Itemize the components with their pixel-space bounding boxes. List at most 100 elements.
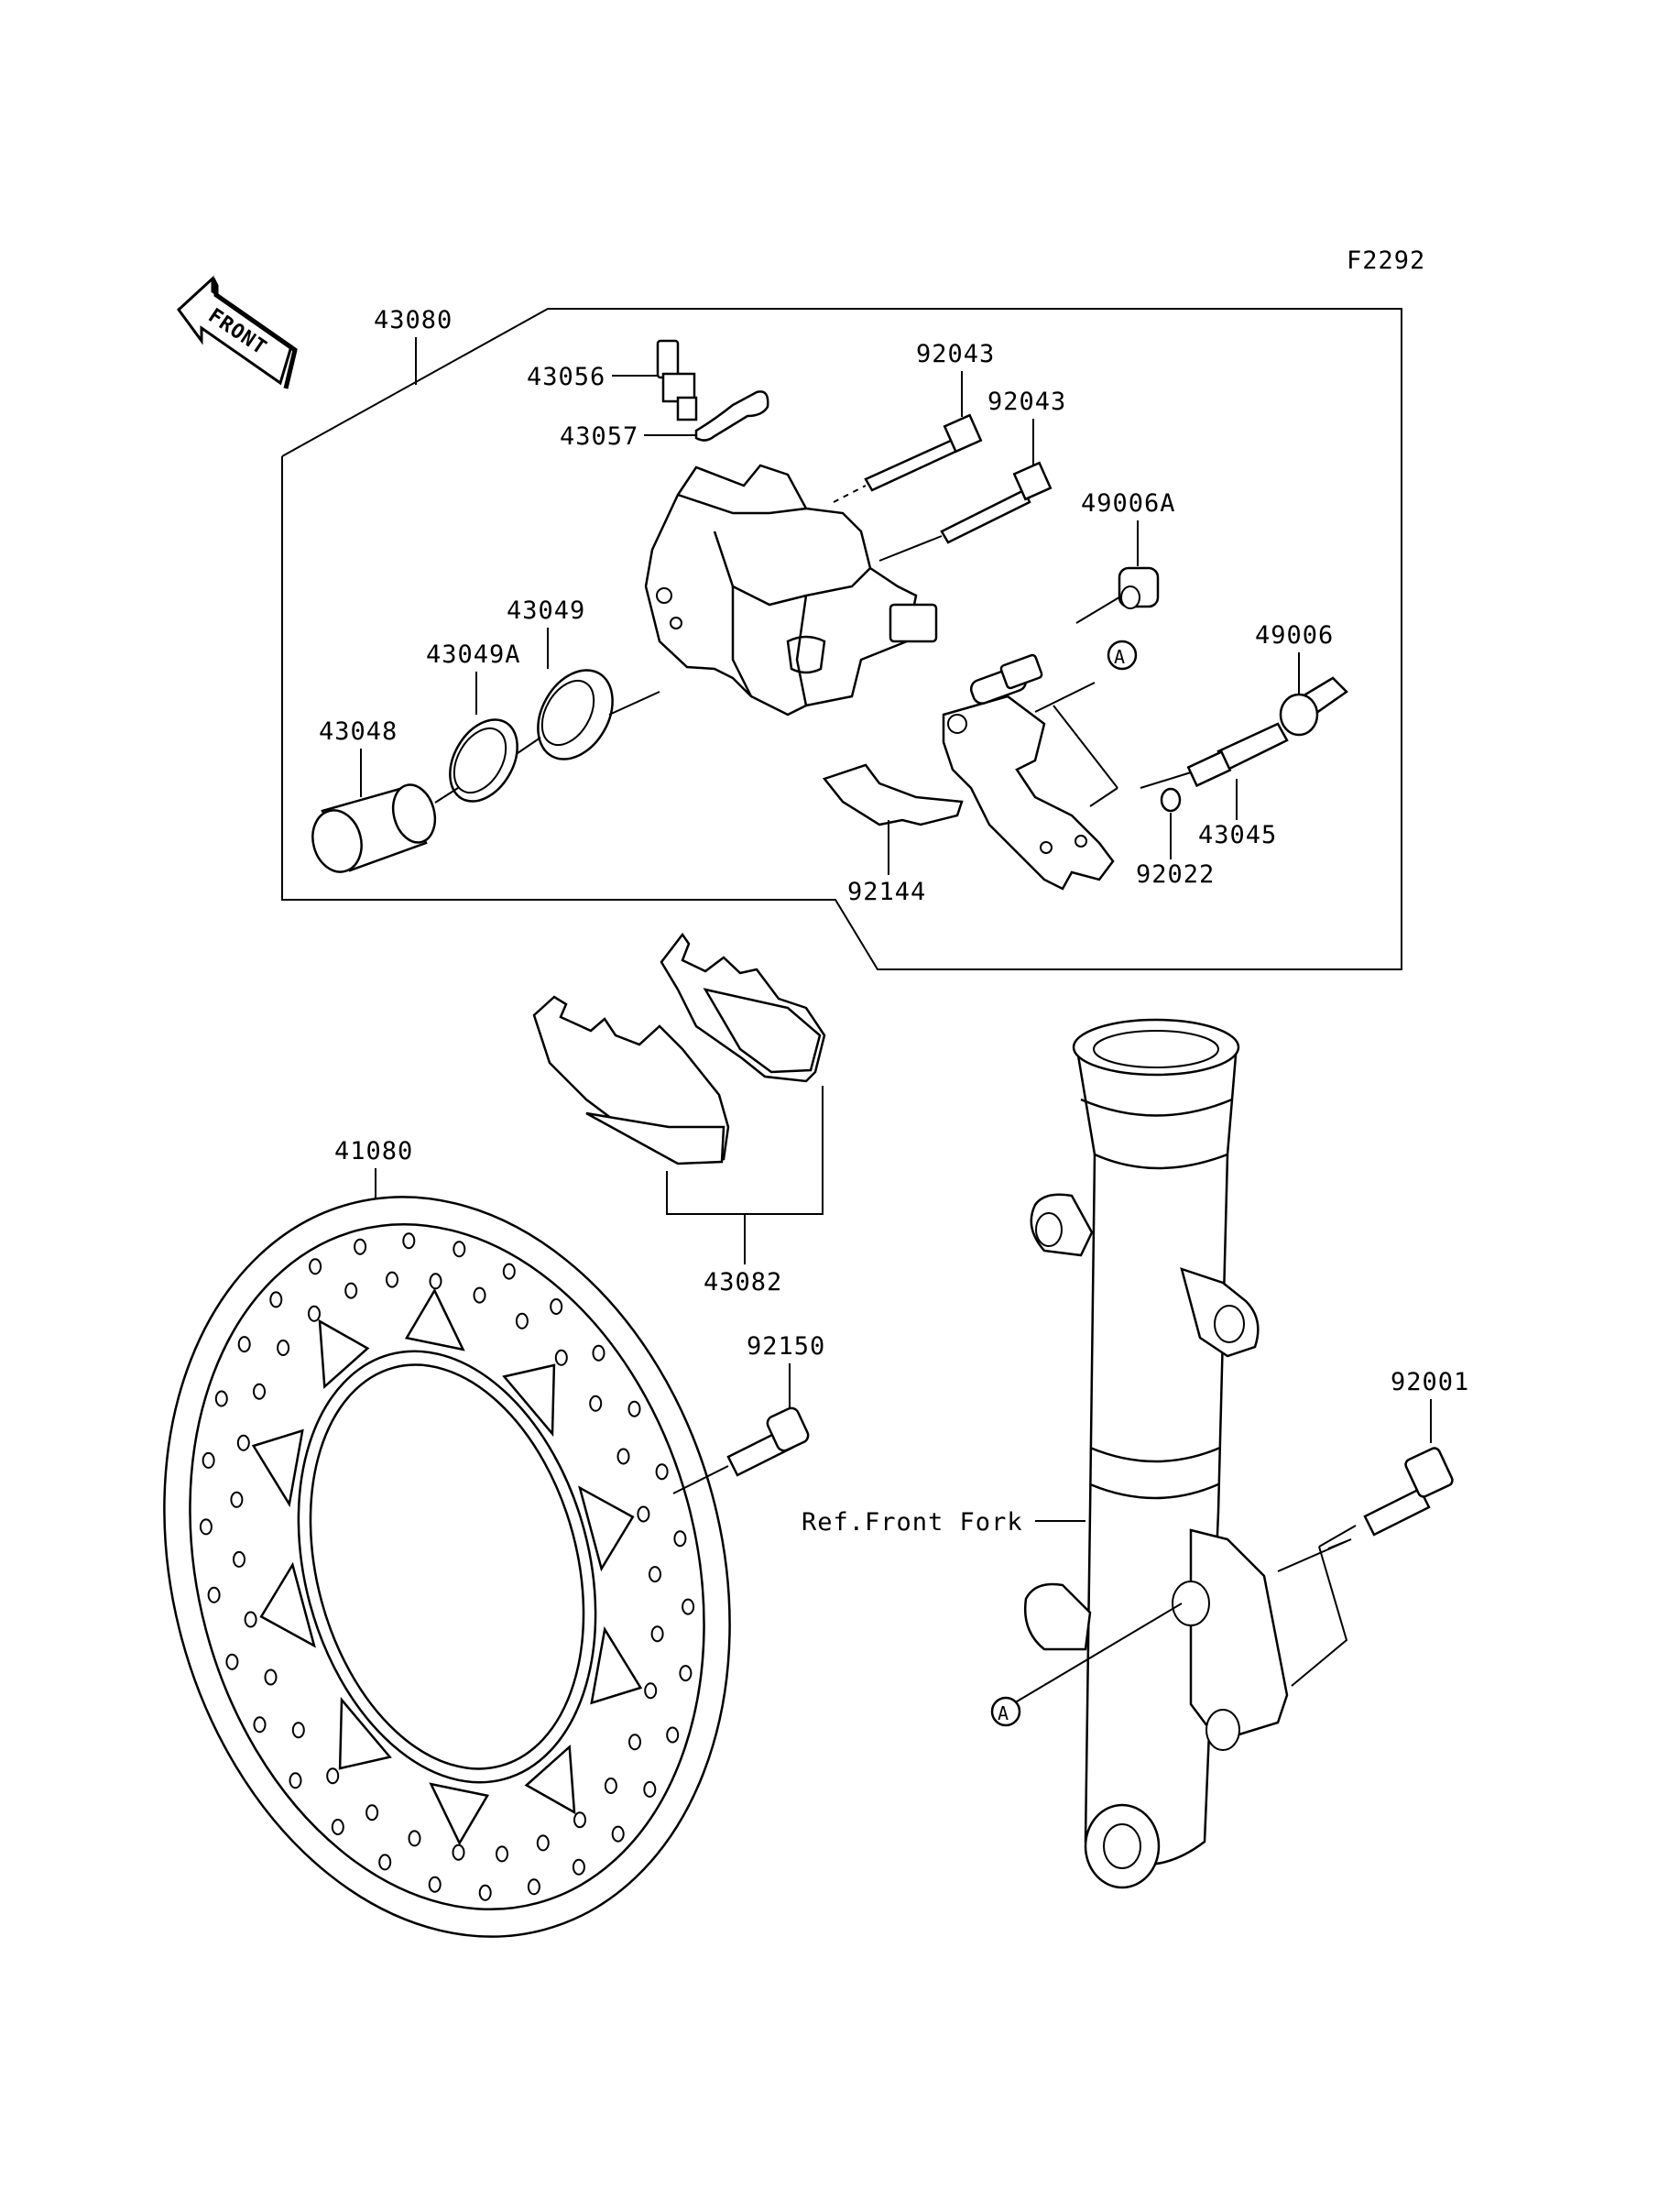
disc-hole: [309, 1258, 322, 1275]
disc-hole: [573, 1811, 586, 1829]
disc-hole: [589, 1395, 603, 1412]
label-43082: 43082: [704, 1268, 782, 1296]
brake-disc-41080: [163, 1196, 731, 1938]
disc-hole: [643, 1780, 657, 1798]
disc-slot: [251, 1428, 304, 1508]
disc-hole: [202, 1451, 215, 1469]
disc-hole: [253, 1716, 267, 1734]
disc-hole: [225, 1653, 239, 1670]
pad-spring-92144: [822, 763, 964, 826]
disc-hole: [637, 1505, 650, 1523]
caliper-bracket: [942, 653, 1115, 891]
label-43049: 43049: [507, 596, 585, 625]
slide-pin-43045: [1186, 722, 1289, 788]
disc-bolt-92150: [726, 1406, 810, 1477]
disc-hole: [264, 1668, 278, 1686]
disc-hole: [536, 1834, 550, 1852]
label-92144: 92144: [847, 878, 926, 906]
disc-hole: [679, 1665, 693, 1682]
slide-pin-92043-a: [864, 413, 983, 492]
label-92001: 92001: [1391, 1368, 1469, 1396]
disc-hole: [429, 1273, 442, 1290]
marker-a-lower-icon: [990, 1696, 1021, 1727]
disc-hole: [673, 1530, 687, 1548]
disc-hole: [478, 1884, 492, 1901]
label-43080: 43080: [374, 306, 453, 334]
figure-code: F2292: [1347, 246, 1425, 275]
disc-hole: [331, 1819, 344, 1835]
disc-slot: [338, 1696, 392, 1770]
axle-clamp-bolt-92001: [1363, 1447, 1454, 1537]
disc-hole: [428, 1876, 442, 1893]
disc-slot: [429, 1782, 490, 1846]
disc-hole: [236, 1434, 250, 1451]
disc-hole: [354, 1238, 367, 1255]
disc-slot: [578, 1485, 635, 1572]
disc-hole: [502, 1263, 516, 1280]
disc-slot: [524, 1744, 576, 1815]
label-49006: 49006: [1255, 621, 1334, 650]
piston-43048: [311, 783, 437, 873]
disc-hole: [554, 1349, 568, 1366]
disc-slot: [259, 1561, 316, 1648]
ref-front-fork: Ref.Front Fork: [802, 1508, 1023, 1537]
disc-hole: [496, 1845, 508, 1863]
disc-hole: [650, 1625, 664, 1643]
boot-49006A: [1118, 566, 1160, 609]
bleeder-valve-43056: [656, 339, 698, 421]
disc-hole: [237, 1336, 251, 1353]
piston-seal-43049: [537, 669, 614, 760]
disc-hole: [233, 1550, 245, 1568]
disc-hole: [408, 1830, 421, 1847]
disc-hole: [572, 1858, 585, 1876]
disc-hole: [604, 1778, 617, 1794]
disc-hole: [682, 1598, 695, 1615]
circlip-92022: [1160, 787, 1182, 813]
disc-hole: [214, 1390, 228, 1407]
marker-a-upper: A: [1114, 646, 1126, 668]
disc-hole: [277, 1340, 290, 1356]
caliper-body: [644, 464, 938, 717]
marker-a-upper-icon: [1107, 640, 1138, 671]
disc-hole: [230, 1491, 244, 1508]
boot-49006: [1279, 676, 1348, 737]
label-92150: 92150: [747, 1332, 825, 1361]
disc-hole: [550, 1298, 563, 1315]
disc-hole: [199, 1518, 213, 1536]
brake-pad-43082-back: [660, 932, 826, 1083]
label-43057: 43057: [560, 422, 638, 451]
dust-seal-43049A: [449, 718, 518, 803]
disc-hole: [655, 1463, 669, 1481]
disc-slot: [404, 1287, 465, 1351]
disc-hole: [207, 1586, 221, 1603]
disc-hole: [386, 1271, 398, 1288]
slide-pin-92043-b: [940, 461, 1053, 544]
disc-hole: [452, 1843, 465, 1861]
disc-slot: [590, 1625, 643, 1705]
disc-hole: [616, 1448, 630, 1465]
front-fork-leg: [1024, 1018, 1289, 1889]
disc-hole: [592, 1344, 605, 1362]
label-43045: 43045: [1198, 821, 1277, 849]
caliper-assembly-outline: [281, 308, 1402, 970]
label-92022: 92022: [1136, 860, 1215, 889]
label-92043-b: 92043: [987, 388, 1066, 416]
disc-hole: [628, 1734, 641, 1751]
disc-hole: [289, 1772, 302, 1789]
label-92043-a: 92043: [916, 340, 995, 368]
label-43056: 43056: [527, 363, 605, 391]
disc-hole: [527, 1878, 540, 1896]
disc-hole: [326, 1767, 340, 1785]
disc-hole: [378, 1854, 392, 1871]
disc-hole: [269, 1291, 283, 1308]
disc-hole: [402, 1232, 416, 1250]
disc-hole: [308, 1305, 321, 1322]
disc-hole: [253, 1383, 266, 1400]
disc-slot: [502, 1363, 556, 1438]
disc-hole: [344, 1282, 358, 1299]
disc-hole: [473, 1286, 486, 1304]
bleeder-cap-43057: [694, 390, 769, 442]
disc-hole: [365, 1804, 379, 1822]
disc-hole: [627, 1400, 641, 1417]
